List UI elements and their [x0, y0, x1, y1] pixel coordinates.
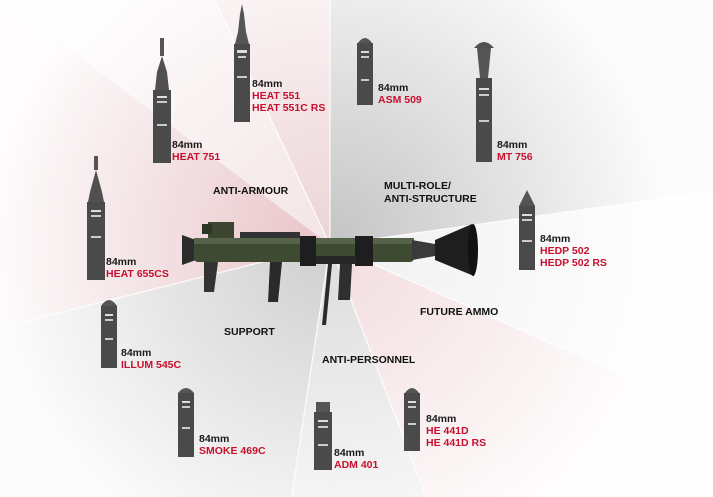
round-mt-756-icon [474, 42, 494, 162]
round-asm-509-icon [357, 38, 373, 105]
category-anti-armour: ANTI-ARMOUR [213, 185, 289, 197]
label-heat-551: 84mm HEAT 551 HEAT 551C RS [252, 78, 326, 114]
category-support: SUPPORT [224, 326, 275, 338]
label-smoke-469c: 84mm SMOKE 469C [199, 433, 266, 457]
category-multi-role-line2: ANTI-STRUCTURE [384, 193, 477, 205]
round-smoke-469c-icon [178, 388, 194, 457]
label-mt-756: 84mm MT 756 [497, 139, 533, 163]
label-asm-509: 84mm ASM 509 [378, 82, 422, 106]
round-heat-551-icon [234, 4, 250, 122]
label-he-441d: 84mm HE 441D HE 441D RS [426, 413, 487, 449]
category-anti-personnel: ANTI-PERSONNEL [322, 354, 416, 366]
label-hedp-502: 84mm HEDP 502 HEDP 502 RS [540, 233, 607, 269]
round-adm-401-icon [314, 402, 332, 470]
category-multi-role: MULTI-ROLE/ ANTI-STRUCTURE [384, 180, 477, 206]
round-heat-751-icon [153, 38, 171, 163]
category-multi-role-line1: MULTI-ROLE/ [384, 180, 451, 192]
round-heat-655cs-icon [87, 156, 105, 280]
label-heat-751: 84mm HEAT 751 [172, 139, 221, 163]
round-he-441d-icon [404, 388, 420, 451]
label-heat-655cs: 84mm HEAT 655CS [106, 256, 169, 280]
round-hedp-502-icon [519, 190, 535, 270]
recoilless-rifle-icon [182, 222, 478, 325]
label-illum-545c: 84mm ILLUM 545C [121, 347, 182, 371]
round-illum-545c-icon [101, 300, 117, 368]
label-adm-401: 84mm ADM 401 [334, 447, 379, 471]
category-future-ammo: FUTURE AMMO [420, 306, 499, 318]
